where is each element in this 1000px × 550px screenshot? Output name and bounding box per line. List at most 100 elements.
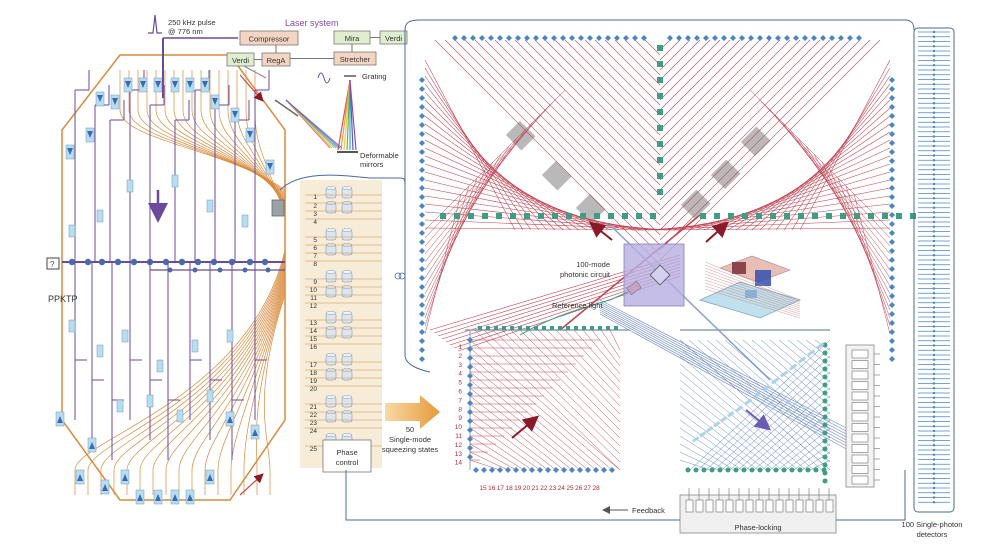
phase-modulator-top	[325, 228, 337, 232]
port-marker	[419, 293, 425, 299]
teal-port	[821, 467, 827, 473]
detector	[932, 448, 936, 452]
bus-node	[84, 258, 92, 266]
mesh-line	[659, 39, 831, 211]
channel-number: 16	[310, 344, 318, 351]
detector	[932, 415, 936, 418]
detector	[932, 54, 936, 57]
mesh-line	[689, 339, 831, 471]
orange-fiber	[254, 70, 286, 213]
mesh-line	[494, 39, 661, 206]
detector	[932, 358, 936, 361]
teal-square	[534, 326, 538, 330]
chip-waveguide	[704, 267, 801, 305]
signal-arrow-upper-right	[705, 221, 729, 243]
phase-control-label-2: control	[336, 458, 359, 467]
port-marker	[419, 302, 425, 308]
crystal	[68, 224, 76, 238]
detector	[932, 429, 936, 433]
teal-square	[657, 189, 663, 195]
mesh-line	[609, 329, 621, 351]
teal-square	[538, 213, 544, 219]
port-marker	[505, 467, 511, 473]
chip-waveguide	[704, 288, 801, 319]
mesh-line	[679, 419, 751, 471]
mesh-line	[514, 39, 661, 186]
channel-number: 3	[313, 211, 317, 218]
mesh-line	[679, 355, 815, 471]
orange-fiber	[204, 279, 286, 495]
detector-segment	[720, 415, 728, 423]
feedback-line	[345, 470, 680, 521]
lock-cell	[805, 499, 814, 513]
deformable-label-1: Deformable	[360, 151, 399, 160]
detector-segment	[713, 420, 721, 428]
detector	[932, 301, 936, 304]
port-marker	[889, 266, 895, 272]
homodyne-box	[851, 402, 869, 411]
mesh-line	[797, 137, 891, 279]
circuit-label-1: 100-mode	[576, 260, 610, 269]
port-marker	[419, 167, 425, 173]
lock-cell	[815, 499, 824, 513]
feedback-label: Feedback	[632, 506, 665, 515]
detector	[932, 296, 936, 300]
teal-port	[822, 406, 828, 412]
spectral-ray	[349, 79, 357, 151]
port-marker	[793, 35, 799, 41]
port-marker	[889, 131, 895, 137]
port-marker	[775, 35, 781, 41]
mira-label: Mira	[345, 34, 360, 43]
teal-port	[822, 478, 828, 484]
diagonal-beam	[599, 305, 851, 440]
mesh-line	[424, 89, 566, 231]
detector-frame	[913, 27, 955, 513]
channel-number: 15	[310, 336, 318, 343]
teal-port	[789, 467, 795, 473]
port-marker	[739, 35, 745, 41]
mesh-line	[663, 195, 891, 231]
port-marker	[467, 418, 473, 424]
detector	[932, 368, 936, 371]
signal-arrow-lower-right	[745, 409, 772, 431]
mesh-line	[504, 39, 661, 196]
teal-port	[741, 467, 747, 473]
column-number: 25	[566, 485, 574, 492]
crystal	[176, 409, 184, 423]
mesh-line	[659, 39, 721, 101]
detector	[932, 325, 936, 328]
port-marker	[419, 158, 425, 164]
port-marker	[889, 140, 895, 146]
mesh-line	[659, 39, 711, 91]
detector	[932, 216, 936, 219]
port-marker	[605, 35, 611, 41]
port-marker	[419, 77, 425, 83]
detector	[932, 244, 936, 247]
row-number: 13	[455, 451, 463, 458]
mesh-line	[659, 39, 751, 131]
channel-number: 9	[313, 279, 317, 286]
port-marker	[467, 409, 473, 415]
detector	[932, 192, 936, 195]
bus-node	[210, 258, 218, 266]
phase-modulator-top	[325, 433, 337, 437]
mesh-line	[659, 39, 761, 141]
port-marker	[889, 122, 895, 128]
detector-segment	[779, 370, 789, 378]
detector	[932, 149, 936, 152]
channel-number: 6	[313, 245, 317, 252]
crystal-mirror	[112, 98, 118, 105]
teal-square	[622, 213, 628, 219]
lower-left-mesh	[465, 326, 630, 471]
teal-port	[813, 467, 819, 473]
verdi-right-label: Verdi	[385, 34, 402, 43]
channel-number: 14	[310, 328, 318, 335]
detector	[932, 486, 936, 490]
phase-modulator-top	[325, 353, 337, 357]
detector	[932, 30, 936, 34]
crystal-mirror	[247, 131, 253, 138]
port-marker	[641, 35, 647, 41]
mesh-line	[501, 329, 621, 447]
mesh-line	[679, 403, 767, 471]
